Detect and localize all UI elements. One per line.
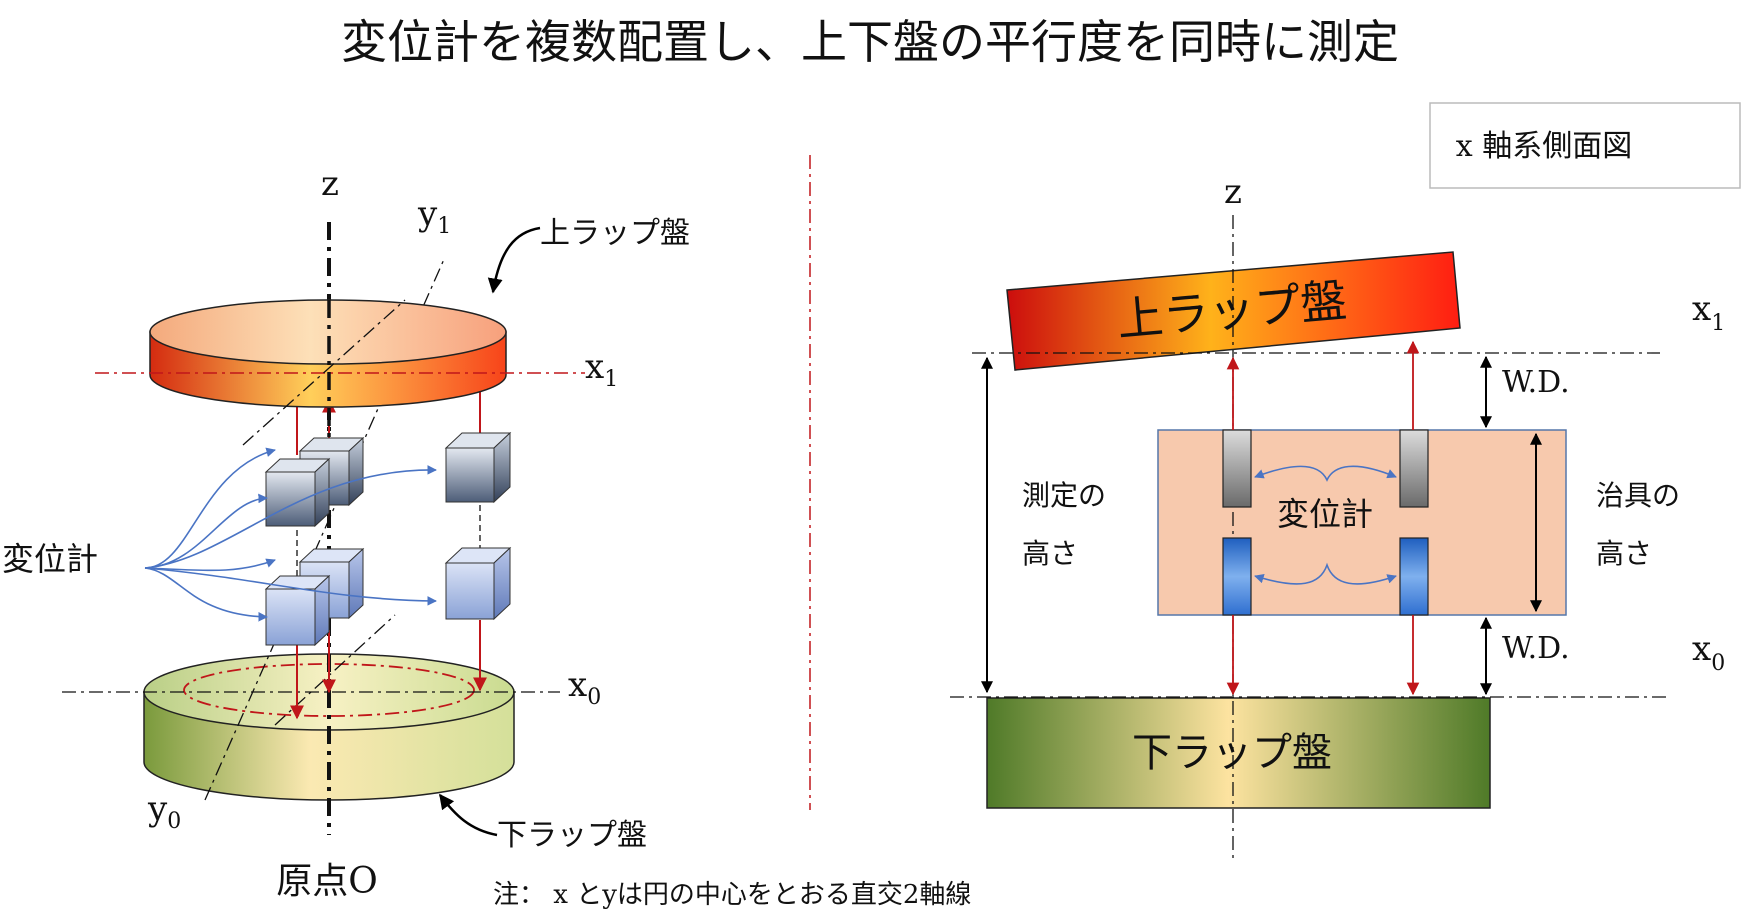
upper-plate-label-3d: 上ラップ盤 xyxy=(540,216,690,251)
upper-sensor-cube-front xyxy=(264,457,331,528)
x0-label-side: x0 xyxy=(1692,629,1725,676)
view-label-box xyxy=(1429,102,1741,189)
lower-plate-label-side: 下ラップ盤 xyxy=(1132,730,1332,776)
lower-sensor-cube-right xyxy=(444,546,512,621)
wd-bottom-label: W.D. xyxy=(1502,631,1570,666)
view-label-text: x 軸系側面図 xyxy=(1456,129,1632,164)
lower-sensor-left xyxy=(1222,537,1252,616)
sensor-label-side: 変位計 xyxy=(1277,495,1373,533)
lower-plate-label-3d: 下ラップ盤 xyxy=(497,818,647,853)
page-title: 変位計を複数配置し、上下盤の平行度を同時に測定 xyxy=(341,15,1399,69)
x0-label-3d: x0 xyxy=(568,665,601,710)
upper-plate-callout-arrow xyxy=(487,226,541,294)
origin-label: 原点O xyxy=(276,861,378,902)
lower-plate-side: 下ラップ盤 xyxy=(986,697,1491,809)
right-side-view: x 軸系側面図 上ラップ盤 x1 下ラップ盤 x0 z xyxy=(950,102,1741,858)
sensor-label-3d: 変位計 xyxy=(2,540,98,578)
y1-label-3d: y1 xyxy=(417,194,451,239)
z-label-3d: z xyxy=(321,164,339,204)
jig-height-label-line1: 治具の xyxy=(1596,479,1680,512)
upper-sensor-left xyxy=(1222,429,1252,508)
sensor-label-arrows xyxy=(144,447,437,622)
z-label-side: z xyxy=(1224,172,1242,212)
measure-height-label-line2: 高さ xyxy=(1022,537,1078,570)
left-3d-view: z y1 上ラップ盤 x1 変位計 x0 y0 下ラップ盤 原点O xyxy=(2,164,690,902)
jig-height-label-line2: 高さ xyxy=(1596,537,1652,570)
lower-plate-callout-arrow xyxy=(439,793,498,837)
lower-sensor-cube-front xyxy=(264,574,331,647)
y0-label-3d: y0 xyxy=(147,789,181,834)
sensor-link-arrows xyxy=(1254,465,1397,585)
x1-label-side: x1 xyxy=(1692,289,1725,336)
upper-sensor-right xyxy=(1399,429,1429,508)
footnote: 注： x とyは円の中心をとおる直交2軸線 xyxy=(493,880,971,910)
upper-plate-side: 上ラップ盤 xyxy=(1006,251,1461,371)
measure-height-label-line1: 測定の xyxy=(1022,479,1106,512)
lower-sensor-right xyxy=(1399,537,1429,616)
upper-sensor-cube-right xyxy=(444,431,512,504)
x1-label-3d: x1 xyxy=(585,347,618,392)
wd-top-label: W.D. xyxy=(1502,365,1570,400)
